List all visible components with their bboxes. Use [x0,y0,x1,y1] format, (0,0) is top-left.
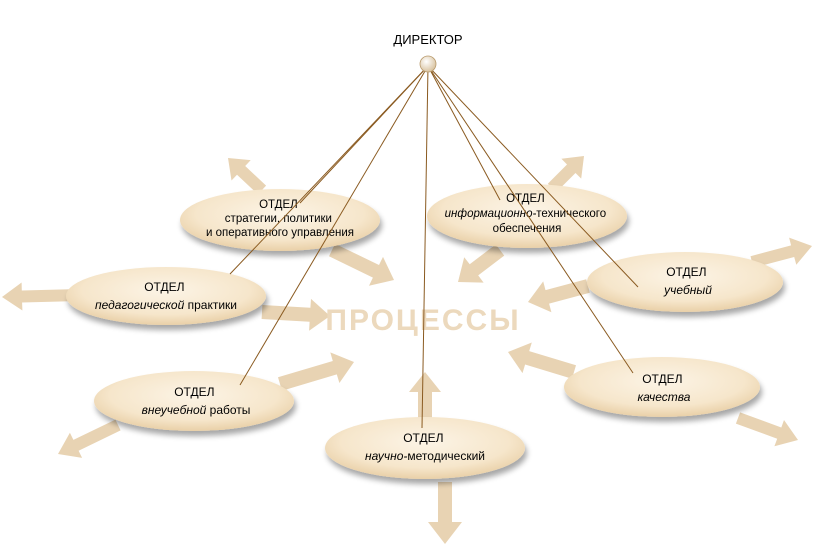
node-science-line-1: ОТДЕЛ [403,431,443,445]
node-teaching-ellipse [66,267,266,325]
node-strategy: ОТДЕЛ стратегии, политики и оперативного… [180,189,380,251]
node-extra-line-2-italic: внеучебной [142,403,207,417]
node-teaching-line-2-rest: практики [184,298,237,312]
node-extra-line-1: ОТДЕЛ [174,385,214,399]
arrow-out-extra [58,419,121,458]
node-education-ellipse [587,252,783,312]
node-it-label: ОТДЕЛ информационно-технического обеспеч… [445,193,610,235]
node-it-line-2-italic: информационно- [445,208,537,220]
node-teaching-label: ОТДЕЛ педагогической практики [95,280,237,312]
arrow-in-science [409,372,441,420]
node-quality-line-2: качества [638,390,691,404]
arrow-out-strategy [228,158,267,195]
arrow-in-education [528,279,590,313]
node-it-line-3: обеспечения [493,223,562,235]
node-education: ОТДЕЛ учебный [587,252,783,312]
node-extra-line-2-rest: работы [206,403,250,417]
director-node [419,55,437,73]
connector-teaching [229,65,429,275]
node-it-line-2: информационно-технического [445,208,607,220]
connector-education [427,65,639,288]
nodes-layer: ОТДЕЛ стратегии, политики и оперативного… [66,184,783,479]
node-strategy-line-1: ОТДЕЛ [259,199,298,211]
node-education-line-2: учебный [663,283,712,297]
arrow-in-extra [278,352,354,391]
arrow-in-it [458,244,505,283]
node-extra-line-2: внеучебной работы [142,403,251,417]
node-science-line-2-rest: методический [407,449,485,463]
director-label: ДИРЕКТОР [393,32,462,47]
node-it: ОТДЕЛ информационно-технического обеспеч… [427,184,627,248]
arrow-out-education [750,237,812,268]
node-science-ellipse [325,417,525,479]
node-strategy-line-3: и оперативного управления [206,227,354,239]
node-strategy-line-2: стратегии, политики [225,213,332,225]
node-extra: ОТДЕЛ внеучебной работы [94,371,294,431]
node-education-line-1: ОТДЕЛ [666,265,706,279]
node-quality-ellipse [564,357,760,417]
arrow-out-quality [735,412,798,447]
node-quality-line-1: ОТДЕЛ [642,372,682,386]
arrow-in-strategy [329,243,394,286]
center-label: ПРОЦЕССЫ [325,304,520,337]
connector-it [427,65,501,201]
node-teaching-line-2: педагогической практики [95,298,237,312]
node-teaching-line-1: ОТДЕЛ [144,280,184,294]
connector-extra [239,65,429,386]
node-strategy-label: ОТДЕЛ стратегии, политики и оперативного… [206,199,354,239]
arrow-in-teaching [261,298,330,331]
node-extra-ellipse [94,371,294,431]
arrow-in-quality [508,342,576,379]
node-quality-label: ОТДЕЛ качества [638,372,691,404]
node-it-ellipse [427,184,627,248]
node-science: ОТДЕЛ научно-методический [325,417,525,479]
arrow-out-teaching [2,282,81,311]
node-it-line-2-rest: технического [536,208,606,220]
arrow-out-it [547,156,584,193]
connector-quality [427,65,634,374]
node-extra-label: ОТДЕЛ внеучебной работы [142,385,251,417]
node-science-label: ОТДЕЛ научно-методический [365,431,485,463]
node-teaching: ОТДЕЛ педагогической практики [66,267,266,325]
node-science-line-2: научно-методический [365,449,485,463]
node-strategy-ellipse [180,189,380,251]
node-education-label: ОТДЕЛ учебный [663,265,712,297]
connector-science [421,65,429,429]
node-quality: ОТДЕЛ качества [564,357,760,417]
node-it-line-1: ОТДЕЛ [506,193,545,205]
node-science-line-2-italic: научно- [365,449,407,463]
arrow-out-science [428,482,462,544]
arrows-layer [2,156,812,544]
connectors-layer [229,65,639,429]
node-teaching-line-2-italic: педагогической [95,298,185,312]
